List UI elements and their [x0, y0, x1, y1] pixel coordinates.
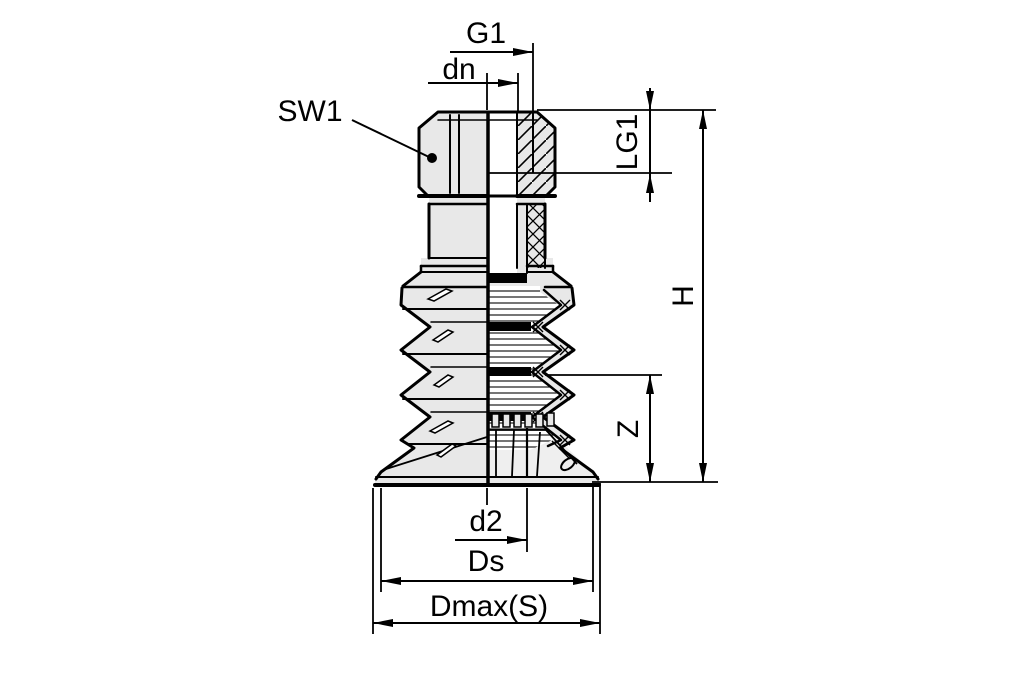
dimension-Ds: [380, 483, 594, 592]
dimension-Z: [545, 374, 662, 482]
dimension-G1: [450, 43, 534, 112]
label-d2: d2: [469, 505, 503, 538]
dimension-DmaxS: [372, 483, 601, 634]
leader-SW1: [351, 119, 437, 163]
skirt-interior-ribs: [489, 412, 578, 477]
label-LG1: LG1: [611, 113, 644, 171]
part-outlines: [373, 110, 601, 487]
label-Ds: Ds: [467, 545, 505, 578]
label-G1: G1: [465, 17, 507, 50]
dimension-H: [592, 110, 718, 483]
label-SW1: SW1: [277, 95, 343, 128]
label-dn: dn: [442, 53, 476, 86]
dimension-d2: [455, 488, 528, 552]
label-H: H: [667, 285, 700, 307]
label-Z: Z: [612, 419, 645, 439]
dimension-dn: [428, 73, 519, 112]
label-DmaxS: Dmax(S): [429, 590, 549, 623]
bellows-highlights: [426, 288, 458, 458]
section-cut-interior: [489, 112, 590, 476]
dimension-LG1: [489, 88, 716, 202]
